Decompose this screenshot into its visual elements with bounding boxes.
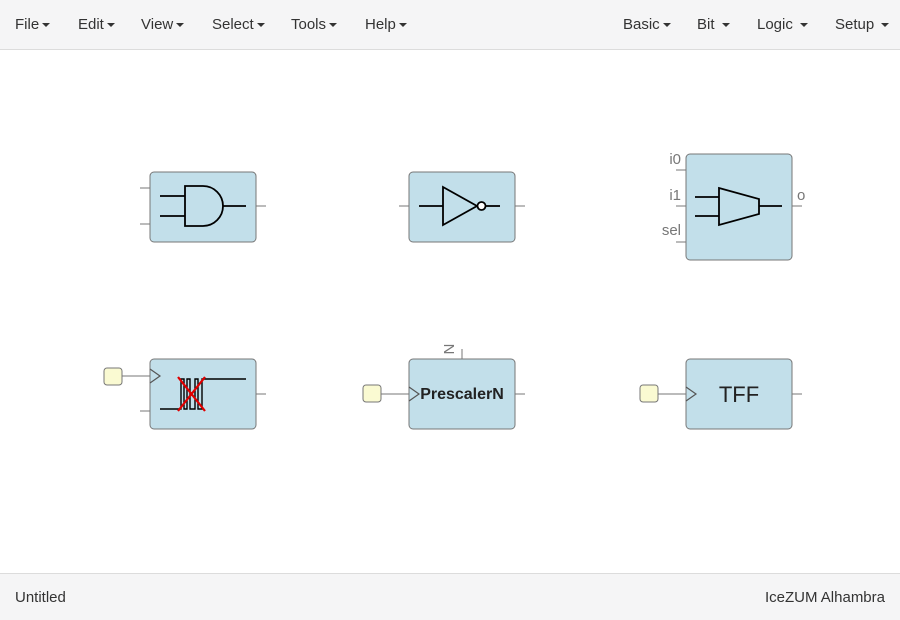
design-canvas[interactable]: i0 i1 sel o — [0, 51, 900, 573]
menu-tools[interactable]: Tools — [291, 16, 338, 33]
mux-block[interactable]: i0 i1 sel o — [662, 151, 806, 261]
constant-param-box[interactable] — [639, 384, 659, 403]
menu-edit[interactable]: Edit — [78, 16, 115, 33]
block-label-prescaler: PrescalerN — [420, 386, 504, 403]
menu-logic[interactable]: Logic — [757, 16, 808, 33]
file-name: Untitled — [15, 589, 66, 606]
status-bar: Untitled IceZUM Alhambra — [0, 573, 900, 620]
clock-triangle-icon — [685, 386, 698, 402]
menu-bit[interactable]: Bit — [697, 16, 730, 33]
constant-param-box[interactable] — [103, 367, 123, 386]
menu-view-label: View — [141, 16, 174, 33]
menu-setup[interactable]: Setup — [835, 16, 890, 33]
port-label-i1: i1 — [669, 187, 681, 204]
menu-file[interactable]: File — [15, 16, 51, 33]
menu-basic[interactable]: Basic — [623, 16, 671, 33]
block-body[interactable] — [408, 171, 516, 243]
menu-help[interactable]: Help — [365, 16, 407, 33]
menu-select-label: Select — [212, 16, 254, 33]
caret-down-icon — [721, 23, 730, 28]
caret-down-icon — [42, 23, 51, 28]
caret-down-icon — [106, 23, 115, 28]
board-name[interactable]: IceZUM Alhambra — [764, 589, 885, 606]
menu-select[interactable]: Select — [212, 16, 265, 33]
param-label-n: N — [440, 344, 457, 355]
port-label-i0: i0 — [669, 151, 681, 168]
not-gate-icon — [419, 185, 500, 227]
mux-icon — [695, 186, 782, 227]
constant-param-box[interactable] — [362, 384, 382, 403]
menu-view[interactable]: View — [141, 16, 185, 33]
port-label-o: o — [797, 187, 805, 204]
block-body[interactable] — [149, 171, 257, 243]
menu-edit-label: Edit — [78, 16, 104, 33]
clock-triangle-icon — [149, 368, 162, 384]
block-body[interactable] — [685, 153, 793, 261]
menu-file-label: File — [15, 16, 40, 33]
debouncer-block[interactable] — [103, 358, 266, 430]
menu-tools-label: Tools — [291, 16, 327, 33]
menu-bar: File Edit View Select Tools Help Basic B… — [0, 0, 900, 50]
menu-bit-label: Bit — [697, 16, 715, 33]
not-gate-block[interactable] — [399, 171, 525, 243]
menu-setup-label: Setup — [835, 16, 875, 33]
block-body[interactable] — [685, 358, 793, 430]
clock-triangle-icon — [408, 386, 421, 402]
menu-logic-label: Logic — [757, 16, 793, 33]
caret-down-icon — [662, 23, 671, 28]
caret-down-icon — [881, 23, 890, 28]
debouncer-icon — [160, 378, 246, 410]
menu-basic-label: Basic — [623, 16, 660, 33]
and-gate-icon — [160, 185, 246, 227]
caret-down-icon — [256, 23, 265, 28]
tff-block[interactable]: TFF — [639, 358, 802, 430]
block-body[interactable] — [149, 358, 257, 430]
and-gate-block[interactable] — [140, 171, 266, 243]
caret-down-icon — [799, 23, 808, 28]
caret-down-icon — [398, 23, 407, 28]
cross-icon — [177, 376, 206, 412]
caret-down-icon — [329, 23, 338, 28]
caret-down-icon — [176, 23, 185, 28]
port-label-sel: sel — [662, 222, 681, 239]
menu-help-label: Help — [365, 16, 396, 33]
prescaler-block[interactable]: N PrescalerN — [362, 344, 525, 430]
block-label-tff: TFF — [719, 382, 759, 407]
canvas-svg: i0 i1 sel o — [103, 151, 806, 430]
block-body[interactable] — [408, 358, 516, 430]
